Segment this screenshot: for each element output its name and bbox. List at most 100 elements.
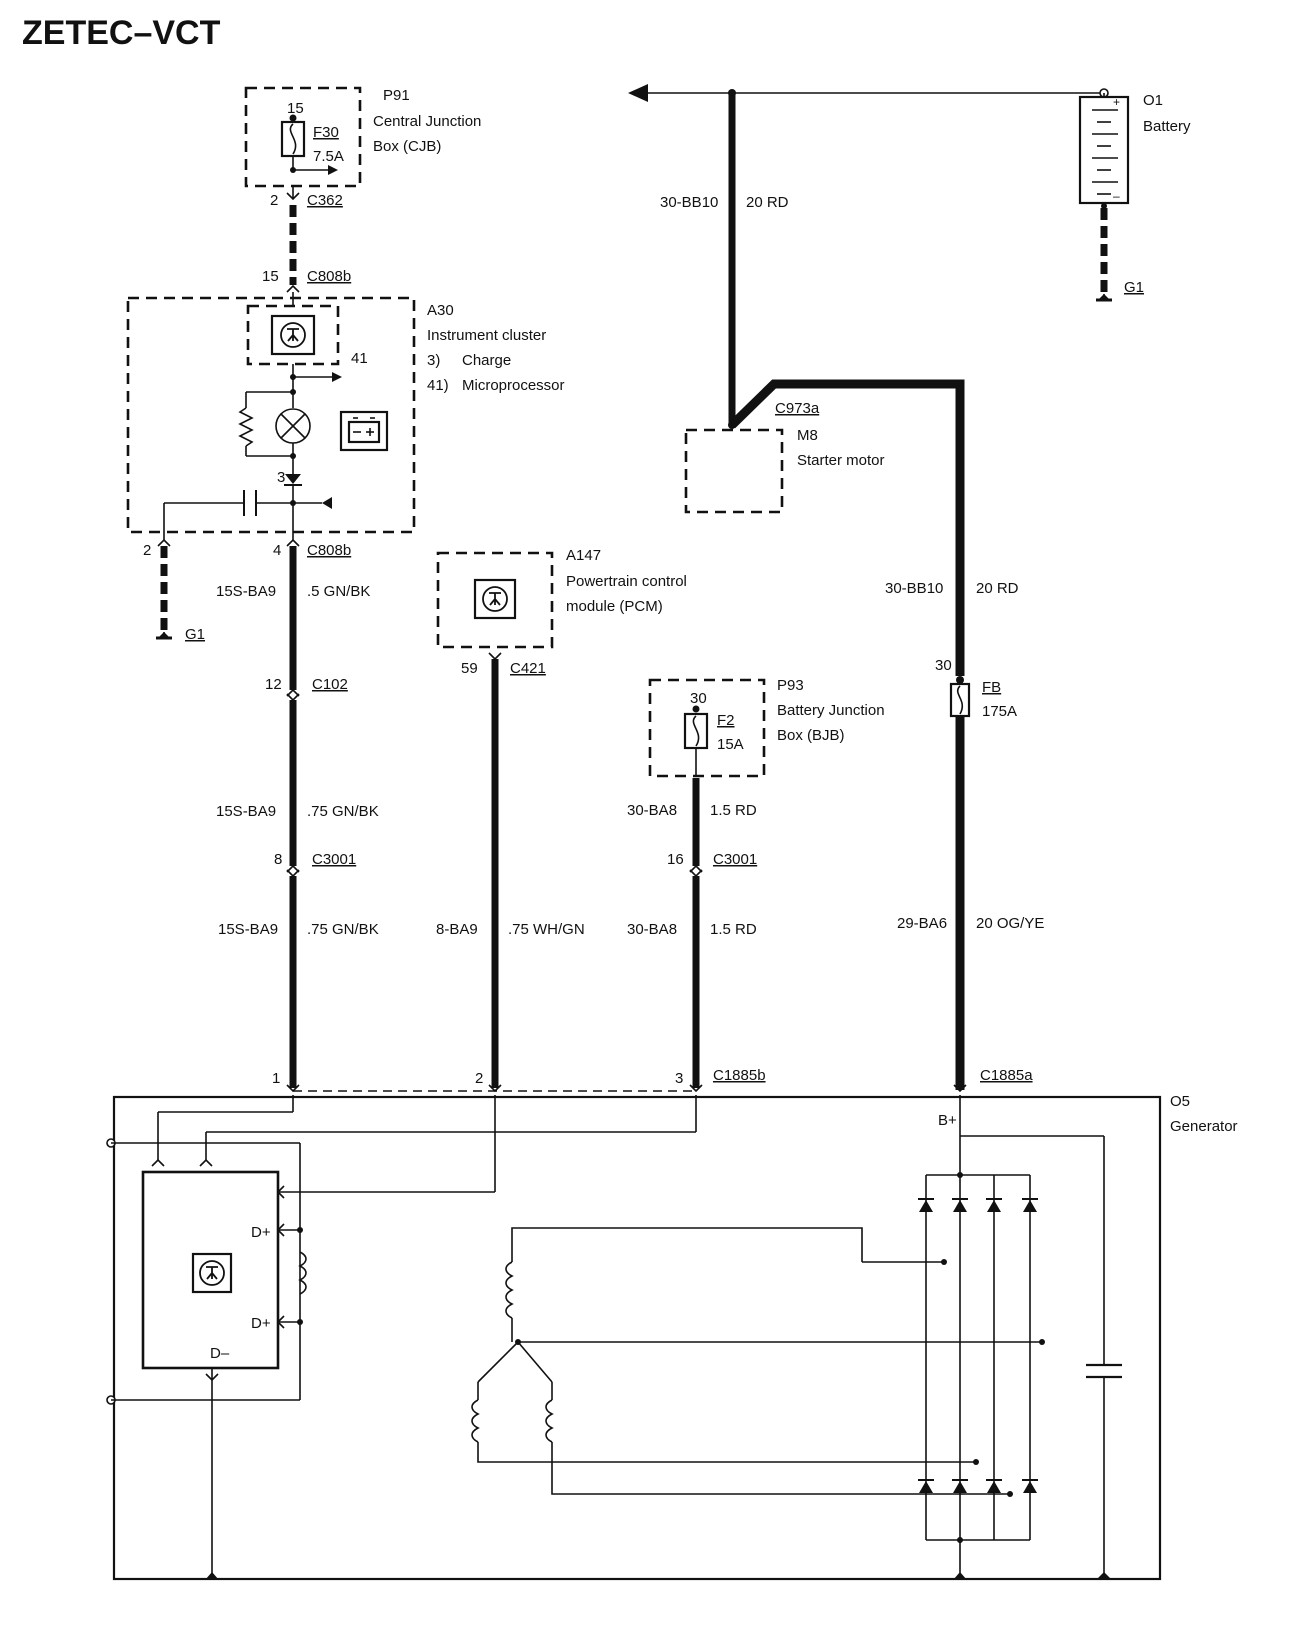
battery-ground-label: G1 bbox=[1124, 279, 1144, 296]
cluster-name: Instrument cluster bbox=[427, 327, 546, 344]
regulator-d-plus-1: D+ bbox=[251, 1224, 271, 1241]
c3001-left-name: C3001 bbox=[312, 851, 356, 868]
fuse-f2-pin: 30 bbox=[690, 690, 707, 707]
c102-name: C102 bbox=[312, 676, 348, 693]
cluster-item3: Charge bbox=[462, 352, 511, 369]
fuse-f2-rating: 15A bbox=[717, 736, 744, 753]
c808b-top-name: C808b bbox=[307, 268, 351, 285]
generator-id: O5 bbox=[1170, 1093, 1190, 1110]
battery-warning-icon bbox=[339, 410, 389, 452]
fuse-f2 bbox=[683, 705, 709, 776]
wire-bb10-top-spec: 20 RD bbox=[746, 194, 789, 211]
cluster-pin41: 41 bbox=[351, 350, 368, 367]
cluster-ground-label: G1 bbox=[185, 626, 205, 643]
generator-name: Generator bbox=[1170, 1118, 1238, 1135]
c1885b-name: C1885b bbox=[713, 1067, 766, 1084]
fuse-f30 bbox=[280, 114, 338, 175]
battery-id: O1 bbox=[1143, 92, 1163, 109]
cluster-item41: Microprocessor bbox=[462, 377, 565, 394]
fuse-fb-rating: 175A bbox=[982, 703, 1017, 720]
bjb-name-line1: Battery Junction bbox=[777, 702, 885, 719]
microprocessor-box bbox=[246, 304, 340, 366]
regulator-wiring bbox=[106, 1095, 697, 1580]
wire-ba8-a-spec: 1.5 RD bbox=[710, 802, 757, 819]
fuse-f30-rating: 7.5A bbox=[313, 148, 344, 165]
wire-ba8-b-circuit: 30-BA8 bbox=[627, 921, 677, 938]
bjb-id: P93 bbox=[777, 677, 804, 694]
stator-windings bbox=[471, 1227, 1045, 1497]
generator-box bbox=[112, 1095, 1162, 1581]
diagram-title: ZETEC–VCT bbox=[22, 14, 221, 52]
regulator-icon bbox=[191, 1252, 233, 1294]
cjb-name-line2: Box (CJB) bbox=[373, 138, 441, 155]
pcm-name-line1: Powertrain control bbox=[566, 573, 687, 590]
pcm-name-line2: module (PCM) bbox=[566, 598, 663, 615]
c1885b-pin1: 1 bbox=[272, 1070, 280, 1087]
c1885a-name: C1885a bbox=[980, 1067, 1033, 1084]
cjb-id: P91 bbox=[383, 87, 410, 104]
wire-ba9-b-circuit: 15S-BA9 bbox=[216, 803, 276, 820]
c3001-left-pin: 8 bbox=[274, 851, 282, 868]
wire-ba9-b-spec: .75 GN/BK bbox=[307, 803, 379, 820]
pcm-id: A147 bbox=[566, 547, 601, 564]
wire-ba8-a-circuit: 30-BA8 bbox=[627, 802, 677, 819]
rectifier-bridge bbox=[918, 1095, 1122, 1580]
fuse-fb bbox=[949, 676, 971, 718]
c1885b-pin2: 2 bbox=[475, 1070, 483, 1087]
wire-ba9-c-spec: .75 GN/BK bbox=[307, 921, 379, 938]
bjb-name-line2: Box (BJB) bbox=[777, 727, 845, 744]
instrument-cluster-box bbox=[126, 296, 416, 534]
wire-bb10-mid-spec: 20 RD bbox=[976, 580, 1019, 597]
battery-feed-wire bbox=[628, 84, 1109, 102]
wire-ba9-a-circuit: 15S-BA9 bbox=[216, 583, 276, 600]
c808b-top-pin: 15 bbox=[262, 268, 279, 285]
c3001-right-pin: 16 bbox=[667, 851, 684, 868]
generator-b-plus: B+ bbox=[938, 1112, 957, 1129]
wire-ba9-pcm-spec: .75 WH/GN bbox=[508, 921, 585, 938]
cluster-ground-pin: 2 bbox=[143, 542, 151, 559]
wire-ba9-a-spec: .5 GN/BK bbox=[307, 583, 370, 600]
c3001-right-name: C3001 bbox=[713, 851, 757, 868]
starter-connector: C973a bbox=[775, 400, 820, 417]
cluster-pin3: 3 bbox=[277, 469, 285, 486]
fuse-f2-name: F2 bbox=[717, 712, 735, 729]
wire-ba9-pcm-circuit: 8-BA9 bbox=[436, 921, 478, 938]
fuse-f30-name: F30 bbox=[313, 124, 339, 141]
c808b-bottom-name: C808b bbox=[307, 542, 351, 559]
c421-name: C421 bbox=[510, 660, 546, 677]
battery-ground-wire bbox=[1096, 203, 1112, 302]
cluster-item3-num: 3) bbox=[427, 352, 440, 369]
starter-id: M8 bbox=[797, 427, 818, 444]
regulator-d-minus: D– bbox=[210, 1345, 230, 1362]
svg-text:–: – bbox=[1113, 189, 1120, 203]
fuse-fb-pin: 30 bbox=[935, 657, 952, 674]
pcm-box bbox=[436, 551, 554, 649]
generator-main-wire bbox=[728, 379, 965, 676]
fuse-fb-name: FB bbox=[982, 679, 1001, 696]
cjb-box bbox=[244, 86, 362, 188]
c421-pin: 59 bbox=[461, 660, 478, 677]
battery-symbol: + – bbox=[1078, 93, 1130, 205]
starter-motor-box bbox=[684, 428, 784, 514]
battery-name: Battery bbox=[1143, 118, 1191, 135]
wire-ba8-b-spec: 1.5 RD bbox=[710, 921, 757, 938]
c102-pin: 12 bbox=[265, 676, 282, 693]
fuse-f30-pin: 15 bbox=[287, 100, 304, 117]
cluster-item41-num: 41) bbox=[427, 377, 449, 394]
charge-warning-circuit bbox=[163, 364, 342, 540]
svg-text:+: + bbox=[1113, 95, 1120, 109]
regulator-d-plus-2: D+ bbox=[251, 1315, 271, 1332]
c362-name: C362 bbox=[307, 192, 343, 209]
wire-ba6-spec: 20 OG/YE bbox=[976, 915, 1044, 932]
starter-name: Starter motor bbox=[797, 452, 885, 469]
cjb-name-line1: Central Junction bbox=[373, 113, 481, 130]
cluster-id: A30 bbox=[427, 302, 454, 319]
wire-bb10-mid-circuit: 30-BB10 bbox=[885, 580, 943, 597]
wire-bb10-top-circuit: 30-BB10 bbox=[660, 194, 718, 211]
pcm-icon bbox=[473, 578, 517, 620]
voltage-regulator bbox=[141, 1170, 280, 1370]
c1885b-pin3: 3 bbox=[675, 1070, 683, 1087]
c362-pin: 2 bbox=[270, 192, 278, 209]
wire-ba9-c-circuit: 15S-BA9 bbox=[218, 921, 278, 938]
